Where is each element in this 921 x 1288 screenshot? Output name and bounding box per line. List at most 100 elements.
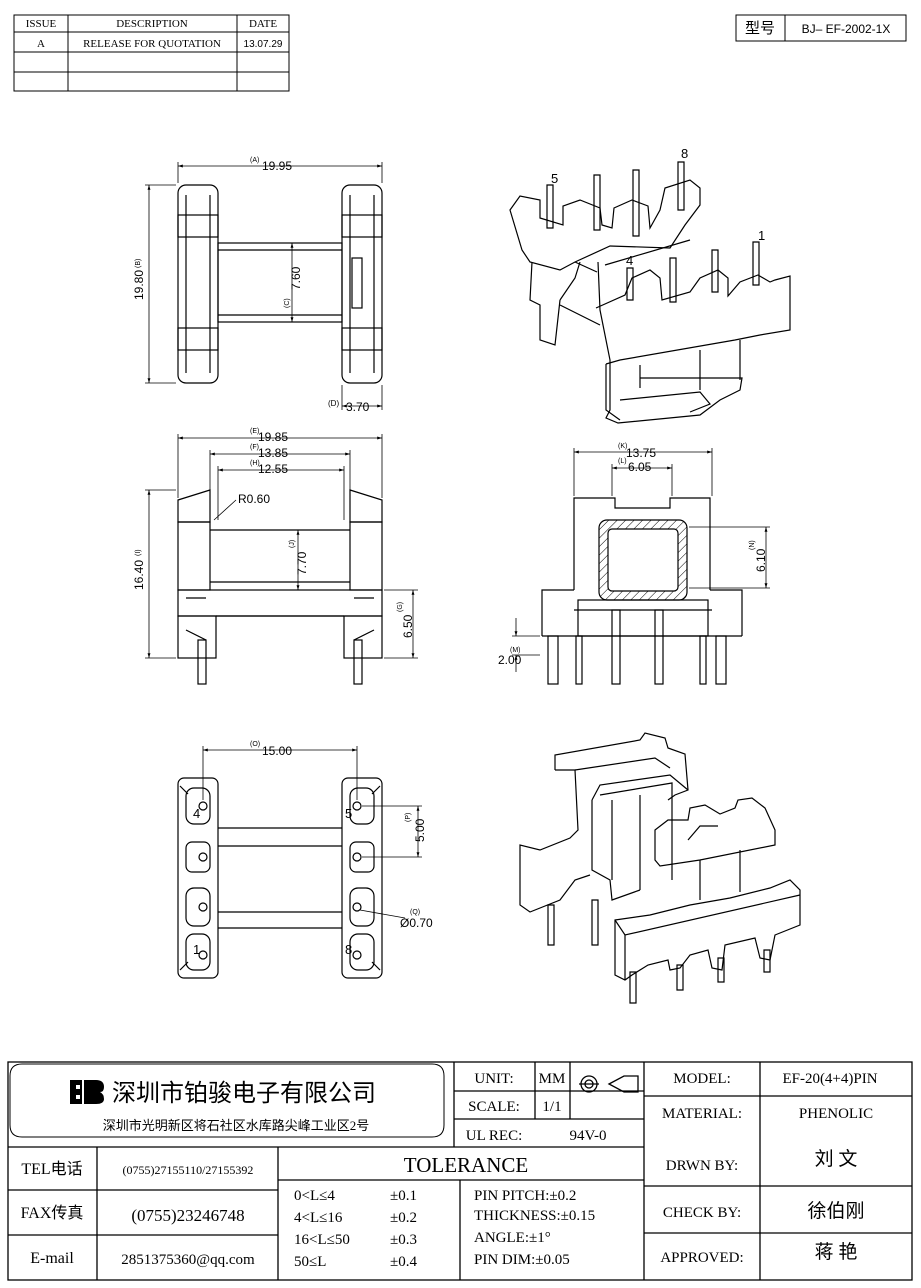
bottom-view-dims [202, 746, 422, 919]
pin-label-5: 5 [551, 171, 558, 186]
dim-k: 13.75 [626, 446, 656, 460]
approved-label: APPROVED: [660, 1250, 743, 1266]
scale-value: 1/1 [542, 1099, 561, 1115]
bottom-pin-label-8: 8 [345, 942, 352, 957]
email-label: E-mail [30, 1250, 74, 1267]
tol-range-4: 50≤L [294, 1254, 326, 1270]
company-name: 深圳市铂骏电子有限公司 [112, 1080, 376, 1107]
dim-h: 12.55 [258, 462, 288, 476]
dim-m: 2.00 [498, 653, 522, 667]
ul-value: 94V-0 [570, 1128, 607, 1144]
dim-f: 13.85 [258, 446, 288, 460]
rev-header-date: DATE [249, 18, 277, 30]
bottom-pin-label-5: 5 [345, 806, 352, 821]
front-view [177, 489, 383, 685]
dim-b: 19.80 [132, 270, 146, 300]
pin-label-4: 4 [626, 253, 633, 268]
dim-letter-i: (I) [135, 549, 142, 556]
email-value: 2851375360@qq.com [121, 1252, 255, 1268]
fax-value: (0755)23246748 [131, 1206, 244, 1225]
tol-note-angle: ANGLE:±1° [474, 1230, 551, 1246]
side-view-dims [512, 448, 770, 672]
dim-c: 7.60 [289, 266, 303, 290]
tol-range-3: 16<L≤50 [294, 1232, 350, 1248]
model-box-value: BJ– EF-2002-1X [802, 22, 891, 36]
dim-q: Ø0.70 [400, 916, 433, 930]
fax-label: FAX传真 [21, 1204, 84, 1222]
tol-range-1: 0<L≤4 [294, 1188, 335, 1204]
side-view [541, 497, 743, 685]
ul-label: UL REC: [466, 1128, 523, 1144]
dim-letter-q: (Q) [410, 909, 420, 916]
dim-letter-m: (M) [510, 647, 521, 654]
dim-i: 16.40 [132, 560, 146, 590]
company-logo [70, 1080, 104, 1104]
dim-e: 19.85 [258, 430, 288, 444]
material-value: PHENOLIC [799, 1106, 873, 1122]
dim-letter-p: (P) [405, 813, 412, 822]
dim-letter-h: (H) [250, 460, 260, 467]
dim-letter-c: (C) [284, 298, 291, 308]
revision-table [13, 14, 290, 92]
check-by-value: 徐伯刚 [807, 1200, 864, 1222]
dim-letter-g: (G) [397, 602, 404, 612]
rev-row-issue: A [37, 38, 45, 50]
bottom-view [177, 777, 383, 979]
material-label: MATERIAL: [662, 1106, 742, 1122]
dim-letter-f: (F) [250, 444, 259, 451]
approved-value: 蒋 艳 [815, 1241, 858, 1263]
pin-label-8: 8 [681, 146, 688, 161]
dim-r: R0.60 [238, 492, 270, 506]
model-box: 型号 BJ– EF-2002-1X [735, 14, 907, 42]
bottom-pin-label-1: 1 [193, 942, 200, 957]
dim-n: 6.10 [754, 548, 768, 572]
tol-value-1: ±0.1 [390, 1188, 417, 1204]
model-box-label: 型号 [745, 20, 775, 37]
scale-label: SCALE: [468, 1099, 520, 1115]
model-label: MODEL: [673, 1071, 731, 1087]
check-by-label: CHECK BY: [663, 1205, 741, 1221]
tol-value-3: ±0.3 [390, 1232, 417, 1248]
tol-range-2: 4<L≤16 [294, 1210, 343, 1226]
tolerance-title: TOLERANCE [404, 1153, 528, 1177]
rev-row-date: 13.07.29 [244, 39, 283, 50]
tol-note-pin-dim: PIN DIM:±0.05 [474, 1252, 570, 1268]
unit-label: UNIT: [474, 1071, 513, 1087]
dim-letter-j: (J) [289, 540, 296, 548]
dim-j: 7.70 [295, 551, 309, 575]
dim-letter-b: (B) [135, 259, 142, 268]
rev-header-issue: ISSUE [26, 18, 57, 30]
tol-note-pin-pitch: PIN PITCH:±0.2 [474, 1188, 576, 1204]
drawn-by-value: 刘 文 [815, 1148, 858, 1170]
dim-letter-e: (E) [250, 428, 259, 435]
dim-letter-o: (O) [250, 741, 260, 748]
dim-letter-a: (A) [250, 157, 259, 164]
tol-note-thickness: THICKNESS:±0.15 [474, 1208, 595, 1224]
dim-letter-k: (K) [618, 443, 627, 450]
top-view [177, 184, 383, 384]
company-address: 深圳市光明新区将石社区水库路尖峰工业区2号 [103, 1118, 370, 1133]
dim-g: 6.50 [401, 614, 415, 638]
iso-pins [546, 161, 760, 303]
tol-value-4: ±0.4 [390, 1254, 417, 1270]
model-value: EF-20(4+4)PIN [782, 1071, 877, 1087]
bottom-pin-label-4: 4 [193, 806, 200, 821]
tel-label: TEL电话 [21, 1160, 82, 1178]
dim-o: 15.00 [262, 744, 292, 758]
pin-label-1: 1 [758, 228, 765, 243]
top-view-dims [145, 162, 383, 410]
unit-value: MM [539, 1071, 566, 1087]
dim-letter-n: (N) [749, 540, 756, 550]
dim-letter-l: (L) [618, 458, 627, 465]
rev-row-description: RELEASE FOR QUOTATION [83, 38, 221, 50]
title-block-frame [7, 1061, 913, 1281]
dim-l: 6.05 [628, 460, 652, 474]
drawn-by-label: DRWN BY: [666, 1158, 738, 1174]
iso-view-lower [519, 732, 801, 1004]
front-view-dims [145, 434, 418, 659]
dim-letter-d: (D) [328, 399, 339, 408]
dim-p: 5.00 [413, 818, 427, 842]
dim-d: 3.70 [346, 400, 370, 414]
tol-value-2: ±0.2 [390, 1210, 417, 1226]
